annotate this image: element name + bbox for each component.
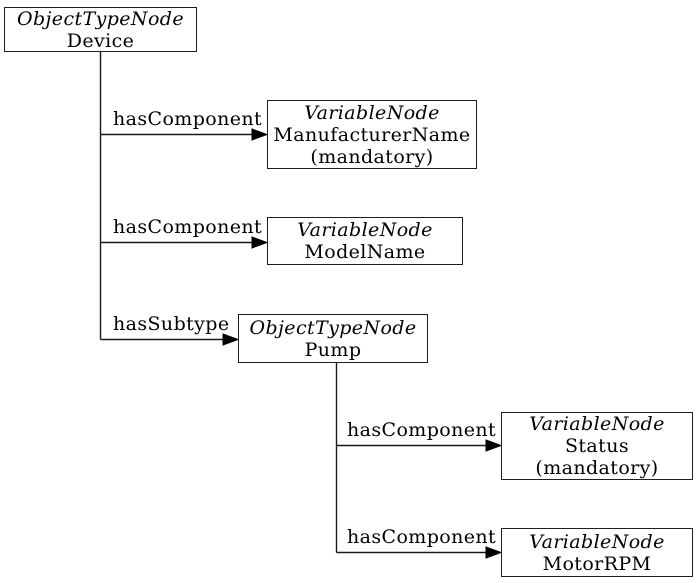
- edge-label-device-manufacturername: hasComponent: [113, 108, 263, 130]
- edge-device-pump-arrowhead: [222, 333, 240, 346]
- edge-label-pump-status: hasComponent: [347, 419, 497, 441]
- edge-label-pump-motorrpm: hasComponent: [347, 526, 497, 548]
- edge-device-manufacturername-arrowhead: [251, 128, 269, 141]
- edge-device-modelname-arrowhead: [251, 236, 269, 249]
- node-pump-name: Pump: [304, 338, 362, 361]
- node-device-name: Device: [66, 29, 135, 52]
- edge-label-device-modelname: hasComponent: [113, 216, 263, 238]
- node-pump-type: ObjectTypeNode: [249, 316, 417, 339]
- node-motorrpm: VariableNode MotorRPM: [501, 528, 693, 577]
- edge-pump-status-arrowhead: [485, 439, 503, 452]
- node-modelname-name: ModelName: [304, 241, 426, 263]
- node-modelname: VariableNode ModelName: [267, 217, 463, 265]
- node-manufacturername-name: ManufacturerName: [273, 123, 471, 146]
- edge-pump-motorrpm-arrowhead: [485, 546, 503, 559]
- edge-label-device-pump: hasSubtype: [113, 313, 230, 335]
- node-status-name: Status: [564, 435, 629, 457]
- node-motorrpm-type: VariableNode: [529, 530, 665, 553]
- node-manufacturername: VariableNode ManufacturerName (mandatory…: [267, 100, 477, 169]
- node-device-type: ObjectTypeNode: [16, 7, 185, 30]
- node-status-modifier: (mandatory): [535, 457, 659, 479]
- node-manufacturername-modifier: (mandatory): [310, 145, 434, 168]
- node-status: VariableNode Status (mandatory): [501, 412, 693, 480]
- node-modelname-type: VariableNode: [297, 219, 433, 241]
- node-motorrpm-name: MotorRPM: [542, 552, 652, 575]
- node-device: ObjectTypeNode Device: [4, 7, 197, 52]
- node-manufacturername-type: VariableNode: [304, 101, 440, 124]
- node-pump: ObjectTypeNode Pump: [238, 314, 428, 363]
- node-status-type: VariableNode: [529, 413, 665, 435]
